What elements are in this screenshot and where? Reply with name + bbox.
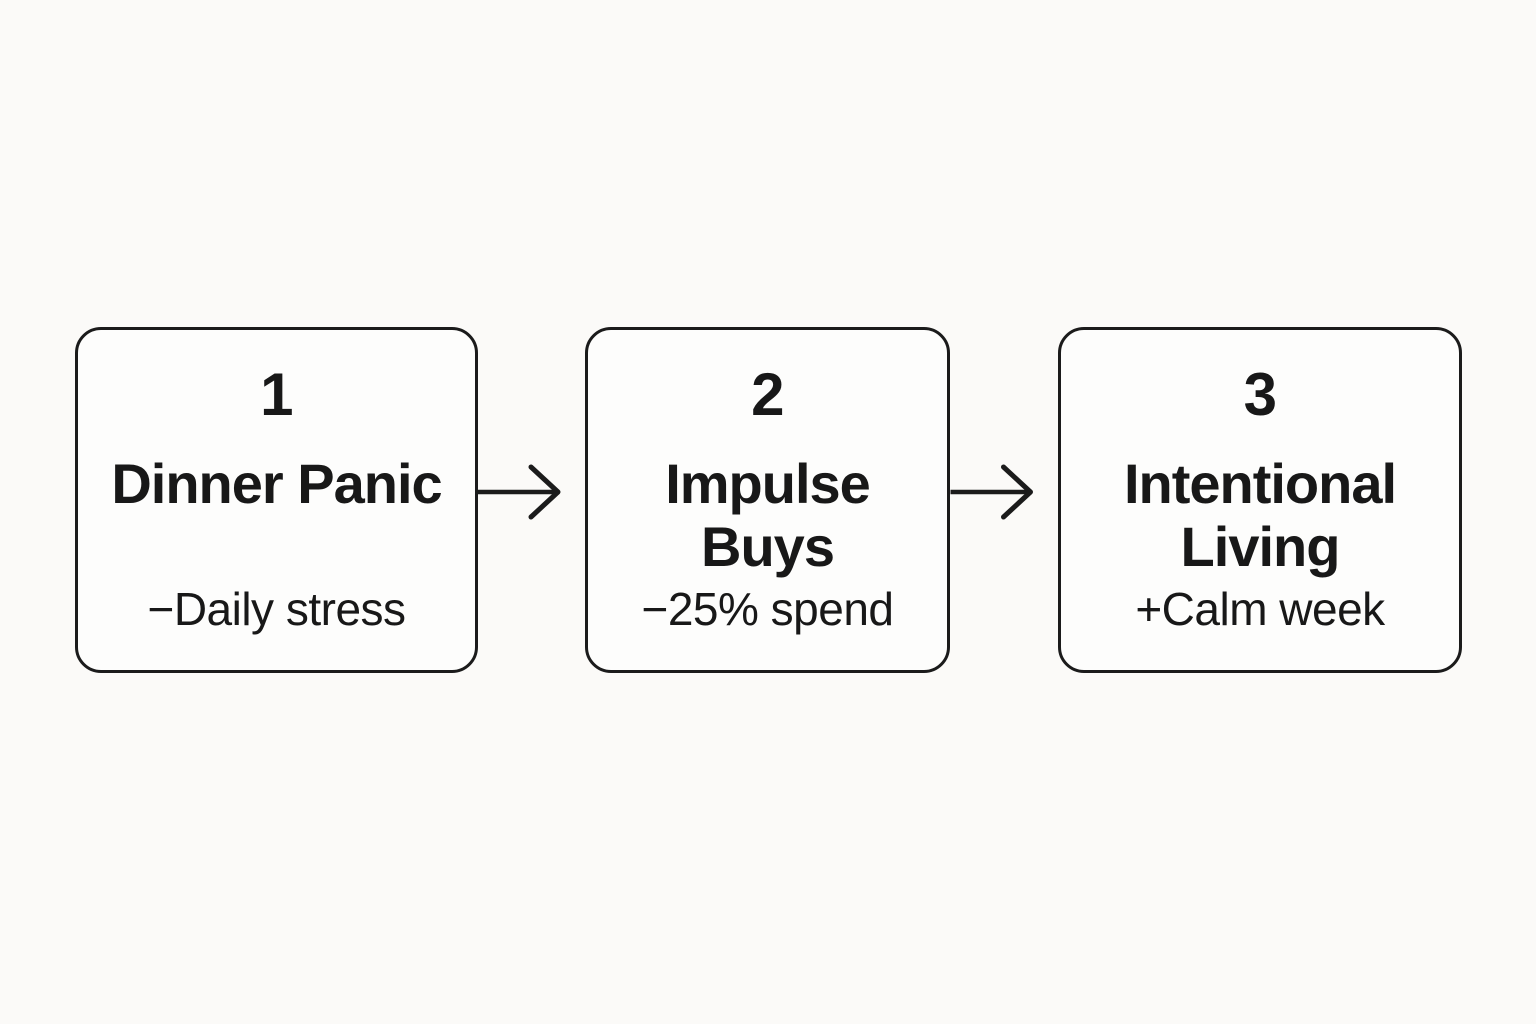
step-title: Impulse Buys [665,452,871,578]
step-title: Intentional Living [1123,452,1397,578]
flow-step-intentional-living: 3 Intentional Living +Calm week [1058,327,1462,673]
step-subtitle: −25% spend [641,583,894,636]
flow-step-dinner-panic: 1 Dinner Panic −Daily stress [75,327,478,673]
step-title: Dinner Panic [111,452,442,515]
flow-step-impulse-buys: 2 Impulse Buys −25% spend [585,327,950,673]
step-number: 3 [1243,361,1277,428]
step-number: 1 [260,361,293,428]
arrow-right-icon [950,463,1058,521]
step-subtitle: −Daily stress [147,583,406,636]
step-number: 2 [751,361,784,428]
arrow-right-icon [478,463,585,521]
step-subtitle: +Calm week [1135,583,1385,636]
